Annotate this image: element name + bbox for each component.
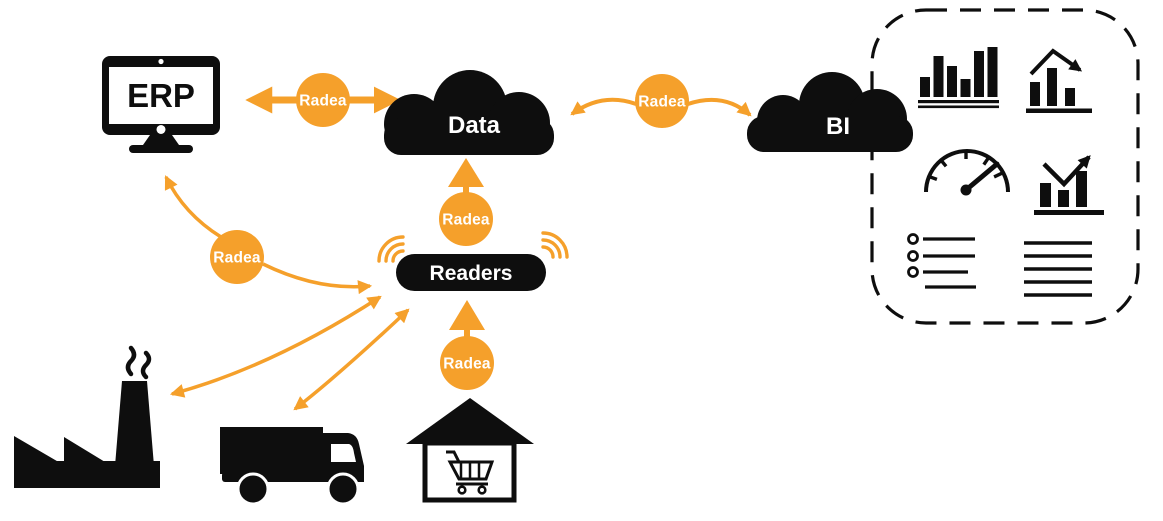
arrow-factory-readers bbox=[169, 295, 382, 398]
wheel-icon bbox=[326, 472, 360, 506]
smoke-icon bbox=[125, 345, 152, 380]
dashed-border bbox=[870, 8, 1140, 325]
factory-icon bbox=[14, 345, 160, 488]
arrow-store-readers bbox=[449, 300, 485, 337]
radea-badge: Radea bbox=[439, 192, 493, 246]
erp-label: ERP bbox=[127, 77, 195, 114]
monitor-icon bbox=[102, 56, 220, 153]
bar-chart-declining-icon bbox=[1026, 48, 1092, 113]
bi-cloud-label: BI bbox=[826, 113, 850, 140]
arrow-truck-readers bbox=[293, 308, 410, 411]
radea-badge: Radea bbox=[635, 74, 689, 128]
power-dot-icon bbox=[156, 125, 166, 134]
radea-badge: Radea bbox=[210, 230, 264, 284]
text-lines-icon bbox=[1024, 241, 1092, 297]
data-cloud-node: Data bbox=[384, 70, 554, 155]
signal-waves-right-icon bbox=[541, 231, 569, 259]
readers-pill bbox=[396, 254, 546, 291]
signal-waves-left-icon bbox=[377, 235, 405, 263]
arrow-to-data bbox=[570, 97, 637, 116]
connector-arrows bbox=[164, 86, 752, 411]
radea-badge-label: Radea bbox=[638, 94, 686, 111]
truck-icon bbox=[220, 427, 364, 506]
truck-window bbox=[331, 444, 356, 462]
radea-badge-label: Radea bbox=[443, 356, 491, 373]
readers-label: Readers bbox=[430, 262, 513, 285]
readers-node: Readers bbox=[377, 231, 569, 291]
arrow-to-readers bbox=[262, 262, 373, 295]
roof bbox=[406, 398, 534, 444]
bar-chart-rising-icon bbox=[1034, 155, 1104, 215]
radea-badge-label: Radea bbox=[213, 250, 261, 267]
bullet-list-icon bbox=[907, 233, 976, 289]
arrow-to-bi bbox=[687, 97, 752, 117]
radea-badge-label: Radea bbox=[442, 212, 490, 229]
data-cloud-label: Data bbox=[448, 112, 501, 139]
erp-node: ERP bbox=[102, 56, 220, 153]
radea-badge: Radea bbox=[296, 73, 350, 127]
wheel-icon bbox=[236, 472, 270, 506]
bar-chart-icon bbox=[918, 47, 999, 109]
cloud-icon bbox=[747, 72, 913, 152]
gauge-icon bbox=[924, 149, 1010, 196]
store-icon bbox=[406, 398, 534, 503]
cloud-icon bbox=[384, 70, 554, 155]
arrow-readers-data bbox=[448, 158, 484, 194]
arrow-to-erp bbox=[164, 175, 222, 239]
camera-dot-icon bbox=[158, 58, 164, 65]
bi-cloud-node: BI bbox=[747, 72, 913, 152]
bi-dashboard-panel bbox=[870, 8, 1140, 325]
radea-badge-label: Radea bbox=[299, 93, 347, 110]
radea-badge: Radea bbox=[440, 336, 494, 390]
shopping-cart-icon bbox=[446, 450, 495, 495]
